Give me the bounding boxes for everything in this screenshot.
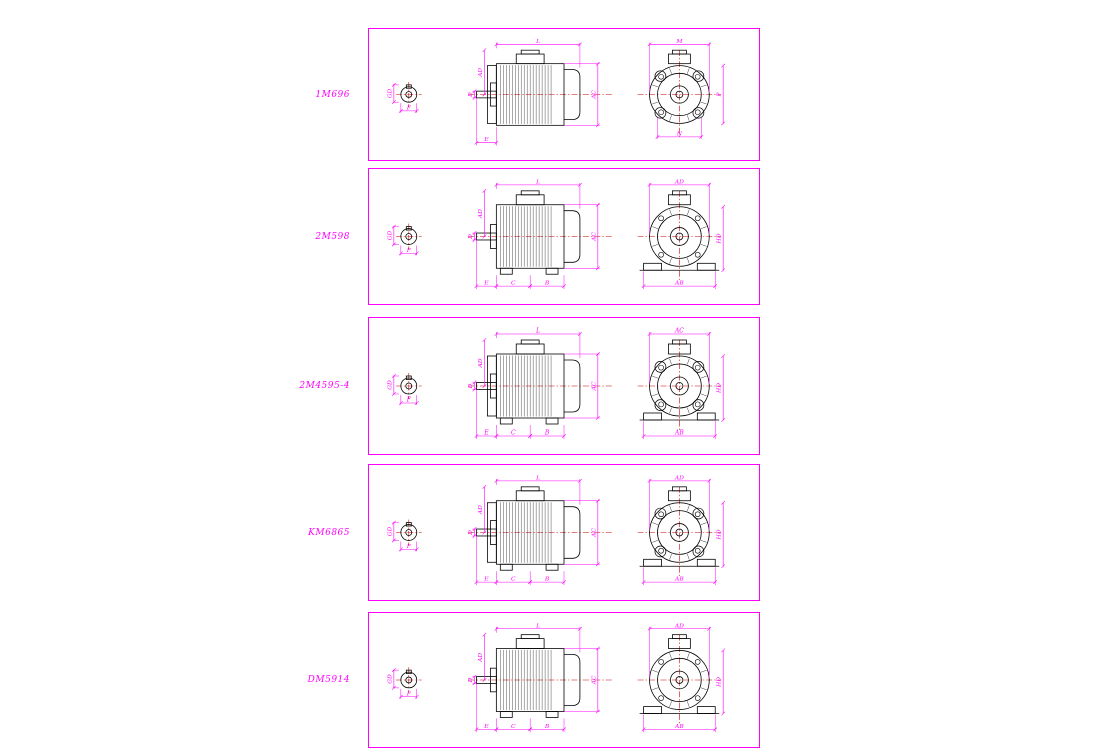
svg-text:AC: AC <box>590 381 597 391</box>
model-label: 2M4595-4 <box>299 381 350 391</box>
svg-text:F: F <box>406 396 412 403</box>
side-view <box>468 339 612 425</box>
svg-text:D: D <box>467 677 474 683</box>
svg-text:AD: AD <box>477 209 484 219</box>
svg-text:AC: AC <box>590 232 597 242</box>
svg-text:F: F <box>406 690 412 697</box>
svg-text:C: C <box>511 723 516 730</box>
svg-text:AD: AD <box>674 474 684 481</box>
svg-text:HD: HD <box>716 529 723 540</box>
svg-text:AC: AC <box>591 90 597 100</box>
side-view <box>468 190 612 275</box>
svg-text:AD: AD <box>478 68 484 78</box>
side-view <box>468 634 612 718</box>
svg-text:GD: GD <box>386 527 393 537</box>
svg-text:B: B <box>544 280 550 287</box>
model-label: 2M598 <box>315 231 350 242</box>
drawing-panel: F GD L D AD AC E C B AD HD AB <box>368 464 760 601</box>
svg-text:GD: GD <box>387 89 393 99</box>
svg-text:F: F <box>406 247 412 254</box>
shaft-end-view <box>395 373 422 399</box>
svg-text:AD: AD <box>477 505 484 515</box>
motor-drawing: F GD L D AD AC E C B AD HD AB <box>386 178 726 290</box>
drawing-row-3: 2M4595-4 F GD L D AD AC E C B AC HD AB <box>0 317 1109 455</box>
drawing-row-2: 2M598 F GD L D AD AC E C B AD HD AB <box>0 168 1109 305</box>
svg-text:B: B <box>544 429 550 436</box>
front-view <box>637 486 722 579</box>
front-view <box>637 190 722 283</box>
svg-text:C: C <box>511 576 516 583</box>
model-label: DM5914 <box>307 675 350 685</box>
dimension-lines: F GD L D AD AC E C B AD HD AB <box>386 622 726 733</box>
svg-text:HD: HD <box>716 383 723 394</box>
svg-text:E: E <box>483 280 489 287</box>
svg-text:L: L <box>535 474 540 481</box>
drawing-panel: F GD L D AD AC E C B AC HD AB <box>368 317 760 455</box>
drawing-row-5: DM5914 F GD L D AD AC E C B AD HD AB <box>0 612 1109 748</box>
dimension-lines: F GD L D AD AC E C B AC HD AB <box>386 327 726 439</box>
svg-text:AC: AC <box>674 327 684 334</box>
svg-text:GD: GD <box>386 231 393 241</box>
shaft-end-view <box>395 81 422 108</box>
svg-text:AB: AB <box>674 429 684 436</box>
svg-text:P: P <box>717 92 723 98</box>
svg-text:F: F <box>406 543 412 550</box>
motor-drawing: F GD L D AD AC E M P N <box>387 39 726 146</box>
svg-text:L: L <box>535 39 540 45</box>
model-label: KM6865 <box>308 527 350 538</box>
dimension-lines: F GD L D AD AC E C B AD HD AB <box>386 178 726 290</box>
motor-drawing: F GD L D AD AC E C B AD HD AB <box>386 474 726 586</box>
svg-text:AD: AD <box>477 358 484 368</box>
svg-text:L: L <box>535 178 540 185</box>
svg-text:GD: GD <box>386 380 393 390</box>
svg-text:E: E <box>483 429 489 436</box>
svg-text:L: L <box>535 327 540 334</box>
svg-text:AD: AD <box>477 653 484 663</box>
svg-text:D: D <box>467 383 474 389</box>
svg-text:E: E <box>483 137 489 143</box>
drawing-panel: F GD L D AD AC E M P N <box>368 28 760 161</box>
drawing-row-1: 1M696 F GD L D AD AC E M P N <box>0 28 1109 161</box>
svg-text:HD: HD <box>716 233 723 244</box>
side-view <box>468 49 612 126</box>
svg-text:AD: AD <box>674 622 684 629</box>
svg-text:E: E <box>483 723 489 730</box>
front-view <box>637 49 722 139</box>
svg-text:GD: GD <box>386 674 393 684</box>
svg-text:F: F <box>406 105 412 111</box>
svg-text:B: B <box>544 723 550 730</box>
svg-text:AB: AB <box>674 576 684 583</box>
dimension-lines: F GD L D AD AC E C B AD HD AB <box>386 474 726 586</box>
svg-text:M: M <box>675 39 683 45</box>
svg-text:L: L <box>535 622 540 629</box>
svg-text:B: B <box>544 576 550 583</box>
svg-text:D: D <box>467 234 474 240</box>
drawing-row-4: KM6865 F GD L D AD AC E C B AD HD AB <box>0 464 1109 601</box>
shaft-end-view <box>395 223 422 250</box>
side-view <box>468 486 612 571</box>
svg-text:HD: HD <box>716 677 723 688</box>
front-view <box>637 339 722 432</box>
svg-text:N: N <box>676 132 683 138</box>
svg-text:AB: AB <box>674 280 684 287</box>
shaft-end-view <box>395 667 422 693</box>
motor-drawing: F GD L D AD AC E C B AD HD AB <box>386 622 726 733</box>
dimension-lines: F GD L D AD AC E M P N <box>387 39 726 146</box>
svg-text:AD: AD <box>674 178 684 185</box>
svg-text:E: E <box>483 576 489 583</box>
shaft-end-view <box>395 519 422 546</box>
svg-text:C: C <box>511 429 516 436</box>
svg-text:AC: AC <box>590 528 597 538</box>
svg-text:C: C <box>511 280 516 287</box>
svg-text:AC: AC <box>590 675 597 685</box>
drawing-panel: F GD L D AD AC E C B AD HD AB <box>368 612 760 748</box>
svg-text:AB: AB <box>674 723 684 730</box>
motor-drawing: F GD L D AD AC E C B AC HD AB <box>386 327 726 439</box>
model-label: 1M696 <box>315 89 350 100</box>
svg-text:D: D <box>468 92 474 98</box>
front-view <box>637 634 722 726</box>
drawing-panel: F GD L D AD AC E C B AD HD AB <box>368 168 760 305</box>
svg-text:D: D <box>467 530 474 536</box>
